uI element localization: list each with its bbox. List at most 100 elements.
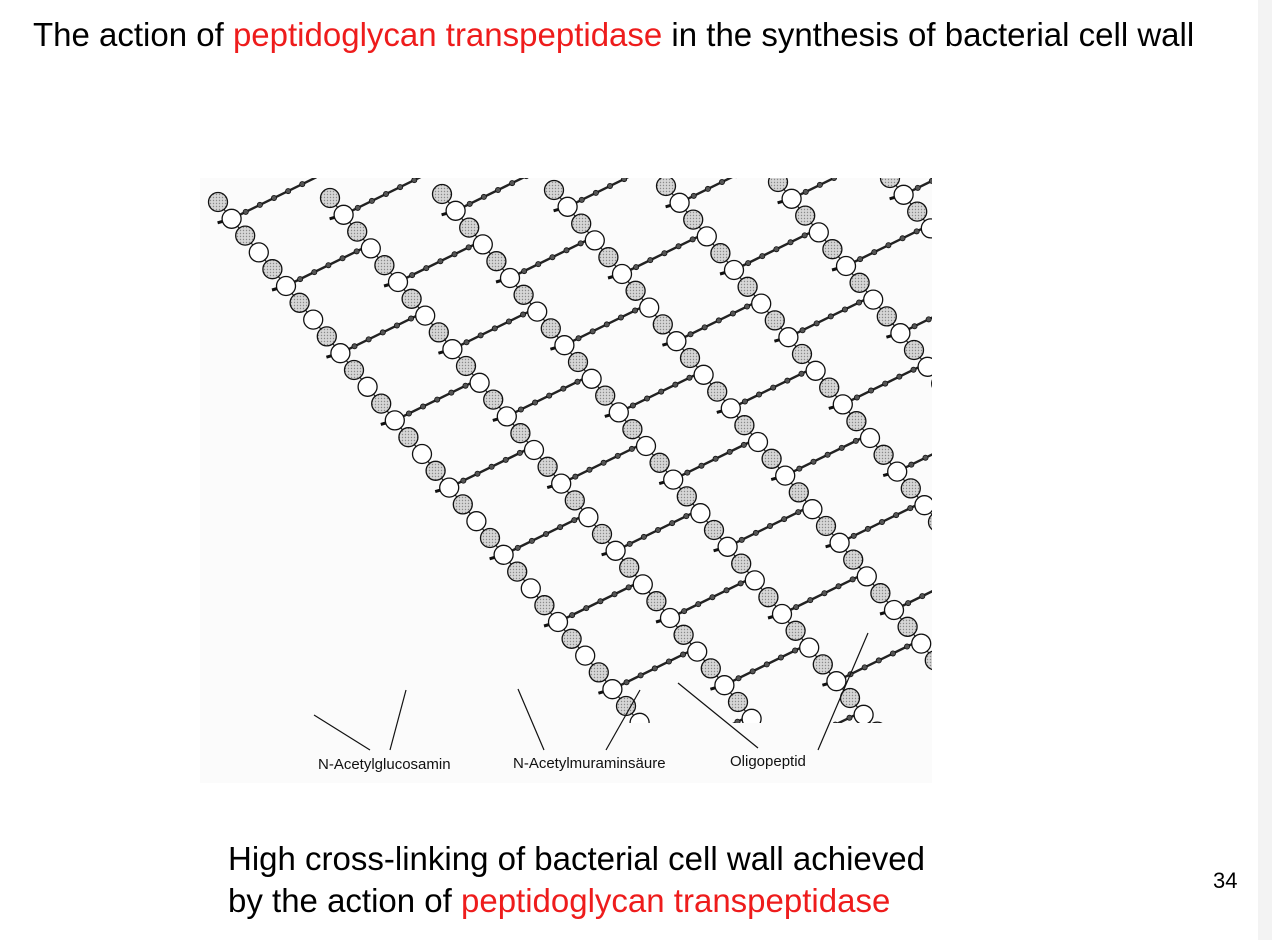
amino-acid-bead (477, 332, 484, 339)
amino-acid-bead (709, 594, 716, 601)
n-acetylmuramic-acid-unit (384, 410, 405, 431)
amino-acid-bead (798, 370, 805, 377)
n-acetylmuramic-acid-unit (496, 406, 517, 427)
n-acetylmuramic-acid-unit (635, 435, 657, 457)
peptidoglycan-network-svg: N-Acetylglucosamin N-Acetylmuraminsäure … (207, 178, 932, 775)
n-acetylmuramic-acid-unit (890, 323, 911, 344)
n-acetylglucosamine-unit (343, 359, 365, 381)
n-acetylmuramic-acid-unit (717, 536, 738, 557)
amino-acid-bead (793, 604, 800, 611)
n-acetylglucosamine-unit (571, 213, 592, 234)
n-acetylglucosamine-unit (895, 756, 914, 775)
amino-acid-bead (704, 185, 711, 192)
n-acetylglucosamine-unit (479, 527, 501, 549)
n-acetylglucosamine-unit (649, 452, 670, 473)
amino-acid-bead (549, 254, 556, 261)
amino-acid-bead (882, 380, 889, 387)
page-number: 34 (1213, 868, 1238, 893)
n-acetylglucosamine-unit (900, 478, 921, 499)
n-acetylglucosamine-unit (537, 456, 558, 477)
n-acetylmuramic-acid-unit (920, 218, 932, 239)
amino-acid-bead (339, 255, 346, 262)
n-acetylglucosamine-unit (316, 326, 337, 347)
amino-acid-bead (474, 470, 481, 477)
amino-acid-bead (737, 580, 744, 587)
glycosidic-bond (667, 756, 681, 773)
amino-acid-bead (781, 516, 788, 523)
amino-acid-bead (460, 477, 467, 484)
n-acetylmuramic-acid-unit (411, 443, 433, 465)
amino-acid-bead (528, 537, 535, 544)
n-acetylglucosamine-unit (595, 385, 616, 406)
amino-acid-bead (914, 184, 921, 191)
amino-acid-bead (560, 385, 567, 392)
amino-acid-bead (242, 208, 249, 215)
amino-acid-bead (681, 608, 688, 615)
n-acetylmuramic-acid-unit (387, 271, 409, 293)
amino-acid-bead (853, 394, 860, 401)
amino-acid-bead (651, 665, 658, 672)
n-acetylglucosamine-unit (431, 183, 453, 205)
amino-acid-bead (784, 377, 791, 384)
n-acetylmuramic-acid-unit (666, 331, 687, 352)
amino-acid-bead (434, 396, 441, 403)
amino-acid-bead (835, 583, 842, 590)
n-acetylmuramic-acid-unit (551, 473, 572, 494)
n-acetylmuramic-acid-unit (808, 222, 829, 243)
amino-acid-bead (354, 204, 361, 211)
amino-acid-bead (841, 306, 848, 313)
amino-acid-bead (571, 517, 578, 524)
amino-acid-bead (801, 232, 808, 239)
n-acetylglucosamine-unit (655, 178, 677, 197)
amino-acid-bead (816, 181, 823, 188)
amino-acid-bead (719, 179, 726, 185)
n-acetylglucosamine-unit (543, 179, 565, 201)
n-acetylglucosamine-unit (588, 662, 609, 683)
amino-acid-bead (777, 654, 784, 661)
amino-acid-bead (759, 253, 766, 260)
amino-acid-bead (734, 718, 741, 723)
n-acetylglucosamine-unit (347, 221, 368, 242)
n-acetylglucosamine-unit (513, 284, 534, 305)
amino-acid-bead (379, 329, 386, 336)
n-acetylmuramic-acid-unit (826, 671, 847, 692)
amino-acid-bead (804, 736, 809, 741)
amino-acid-bead (756, 391, 763, 398)
amino-acid-bead (299, 181, 306, 188)
amino-acid-bead (692, 740, 697, 745)
n-acetylglucosamine-unit (534, 595, 555, 616)
n-acetylmuramic-acid-unit (578, 507, 599, 528)
amino-acid-bead (802, 188, 809, 195)
amino-acid-bead (592, 189, 599, 196)
title-highlight: peptidoglycan transpeptidase (232, 16, 663, 53)
label-n-acetylmuraminsaeure: N-Acetylmuraminsäure (513, 755, 666, 772)
n-acetylglucosamine-unit (879, 178, 901, 189)
sugar-chain-network (207, 178, 932, 775)
amino-acid-bead (790, 743, 795, 748)
n-acetylglucosamine-unit (619, 557, 640, 578)
n-acetylglucosamine-unit (483, 389, 504, 410)
amino-acid-bead (393, 322, 400, 329)
amino-acid-bead (466, 200, 473, 207)
n-acetylglucosamine-unit (652, 314, 673, 335)
n-acetylmuramic-acid-unit (687, 641, 708, 662)
n-acetylglucosamine-unit (924, 650, 932, 671)
n-acetylglucosamine-unit (767, 178, 789, 193)
n-acetylmuramic-acid-unit (547, 611, 569, 633)
n-acetylmuramic-acid-unit (360, 238, 381, 259)
amino-acid-bead (821, 590, 828, 597)
amino-acid-bead (614, 452, 621, 459)
n-acetylglucosamine-unit (561, 628, 582, 649)
glycosidic-bond (877, 732, 891, 749)
amino-acid-bead (448, 389, 455, 396)
n-acetylglucosamine-unit (727, 691, 749, 713)
amino-acid-bead (846, 714, 853, 721)
n-acetylglucosamine-unit (758, 587, 779, 608)
n-acetylglucosamine-unit (761, 448, 782, 469)
n-acetylmuramic-acid-unit (714, 675, 735, 696)
amino-acid-bead (831, 178, 837, 181)
amino-acid-bead (577, 240, 584, 247)
n-acetylglucosamine-unit (428, 322, 449, 343)
amino-acid-bead (532, 399, 539, 406)
n-acetylmuramic-acid-unit (911, 633, 932, 654)
